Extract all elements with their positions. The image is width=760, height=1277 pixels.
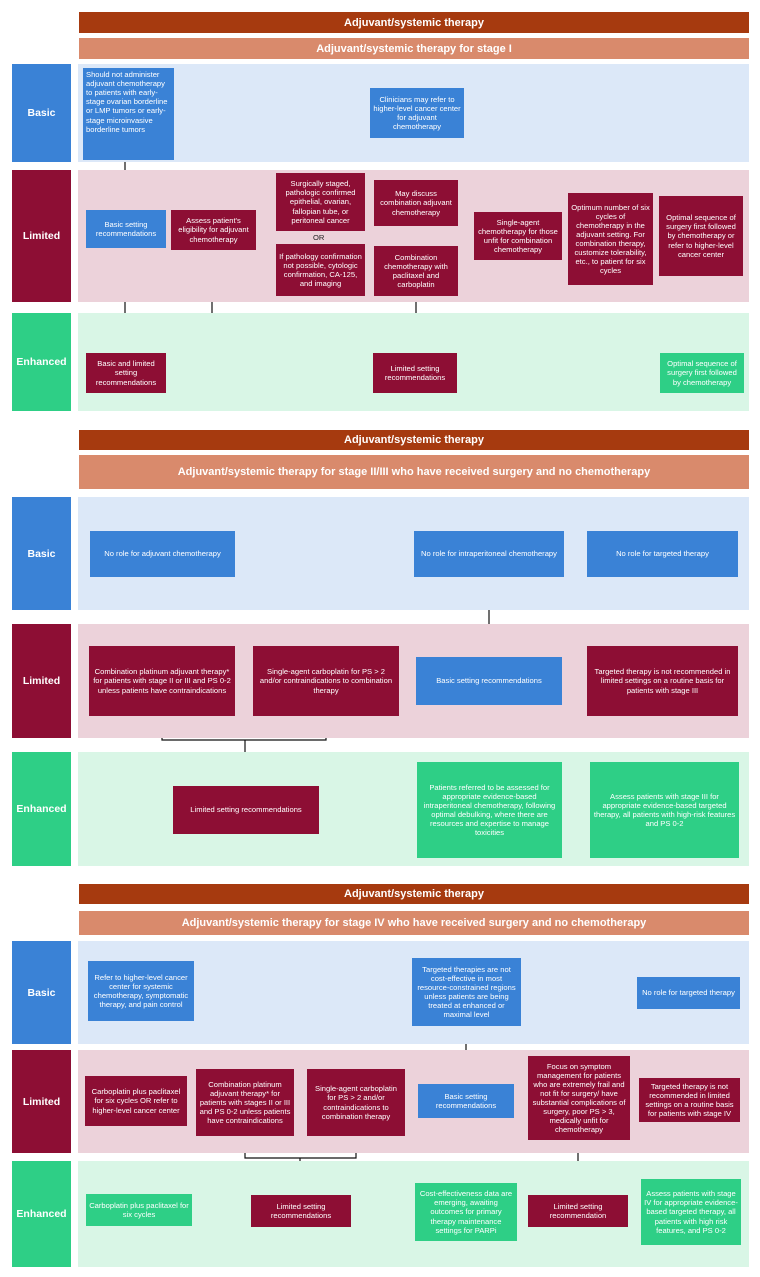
s1-level-basic-text: Basic xyxy=(27,107,56,119)
s2-header-text: Adjuvant/systemic therapy xyxy=(344,434,484,446)
s3-header: Adjuvant/systemic therapy xyxy=(79,884,749,904)
s3-box-focus: Focus on symptom management for patients… xyxy=(528,1056,630,1140)
s3-box-no-targeted: No role for targeted therapy xyxy=(637,977,740,1009)
s3-subheader: Adjuvant/systemic therapy for stage IV w… xyxy=(79,911,749,935)
s3-level-basic: Basic xyxy=(12,941,71,1044)
s3-box-single: Single-agent carboplatin for PS > 2 and/… xyxy=(307,1069,405,1136)
s3-box-assess: Assess patients with stage IV for approp… xyxy=(641,1179,741,1245)
s1-box-surgically: Surgically staged, pathologic confirmed … xyxy=(276,173,365,231)
s2-level-enhanced-text: Enhanced xyxy=(16,803,67,815)
s2-box-enh-limited-rec: Limited setting recommendations xyxy=(173,786,319,834)
s1-box-enh-limited-rec: Limited setting recommendations xyxy=(373,353,457,393)
s1-level-basic: Basic xyxy=(12,64,71,162)
s3-box-enh-limited-rec2: Limited setting recommendation xyxy=(528,1195,628,1227)
s3-level-limited-text: Limited xyxy=(22,1095,61,1108)
s1-box-should-not: Should not administer adjuvant chemother… xyxy=(83,68,174,160)
s1-box-enh-optimal-seq: Optimal sequence of surgery first follow… xyxy=(660,353,744,393)
s2-box-basic-rec: Basic setting recommendations xyxy=(416,657,562,705)
s1-header-text: Adjuvant/systemic therapy xyxy=(344,16,484,29)
s2-level-basic-text: Basic xyxy=(27,547,56,560)
s3-box-cost-effectiveness: Cost-effectiveness data are emerging, aw… xyxy=(415,1183,517,1241)
s2-level-enhanced: Enhanced xyxy=(12,752,71,866)
s1-box-basic-limited: Basic and limited setting recommendation… xyxy=(86,353,166,393)
s1-box-optimum: Optimum number of six cycles of chemothe… xyxy=(568,193,653,285)
s3-box-combo: Combination platinum adjuvant therapy* f… xyxy=(196,1069,294,1136)
s1-level-limited-text: Limited xyxy=(22,230,61,242)
s3-box-enh-carbo: Carboplatin plus paclitaxel for six cycl… xyxy=(86,1194,192,1226)
s2-box-no-ip: No role for intraperitoneal chemotherapy xyxy=(414,531,564,577)
s3-level-limited: Limited xyxy=(12,1050,71,1153)
s1-box-may-discuss: May discuss combination adjuvant chemoth… xyxy=(374,180,458,226)
s1-level-enhanced: Enhanced xyxy=(12,313,71,411)
s1-box-combo: Combination chemotherapy with paclitaxel… xyxy=(374,246,458,296)
s1-box-single: Single-agent chemotherapy for those unfi… xyxy=(474,212,562,260)
s3-box-basic-rec: Basic setting recommendations xyxy=(418,1084,514,1118)
s3-box-refer: Refer to higher-level cancer center for … xyxy=(88,961,194,1021)
s3-box-enh-limited-rec: Limited setting recommendations xyxy=(251,1195,351,1227)
s2-subheader: Adjuvant/systemic therapy for stage II/I… xyxy=(79,455,749,489)
s2-level-limited: Limited xyxy=(12,624,71,738)
s1-level-limited: Limited xyxy=(12,170,71,302)
s1-level-enhanced-text: Enhanced xyxy=(16,356,67,368)
s3-box-carbo: Carboplatin plus paclitaxel for six cycl… xyxy=(85,1076,187,1126)
s3-subheader-text: Adjuvant/systemic therapy for stage IV w… xyxy=(181,917,647,929)
s2-box-no-adjuvant: No role for adjuvant chemotherapy xyxy=(90,531,235,577)
s1-box-if-path: If pathology confirmation not possible, … xyxy=(276,244,365,296)
s2-level-basic: Basic xyxy=(12,497,71,610)
s2-level-limited-text: Limited xyxy=(22,675,61,687)
s3-level-basic-text: Basic xyxy=(27,986,56,999)
s3-box-targeted-cost: Targeted therapies are not cost-effectiv… xyxy=(412,958,521,1026)
s2-box-patients-referred: Patients referred to be assessed for app… xyxy=(417,762,562,858)
s3-header-text: Adjuvant/systemic therapy xyxy=(344,888,484,900)
s2-header: Adjuvant/systemic therapy xyxy=(79,430,749,450)
s1-box-optimal-seq: Optimal sequence of surgery first follow… xyxy=(659,196,743,276)
s1-header: Adjuvant/systemic therapy xyxy=(79,12,749,33)
s1-subheader-text: Adjuvant/systemic therapy for stage I xyxy=(316,42,512,55)
s2-box-targeted: Targeted therapy is not recommended in l… xyxy=(587,646,738,716)
s2-subheader-text: Adjuvant/systemic therapy for stage II/I… xyxy=(177,466,651,478)
s1-subheader: Adjuvant/systemic therapy for stage I xyxy=(79,38,749,59)
s2-box-combo: Combination platinum adjuvant therapy* f… xyxy=(89,646,235,716)
s3-limited-band xyxy=(78,1050,749,1153)
s2-box-assess: Assess patients with stage III for appro… xyxy=(590,762,739,858)
s1-box-basic-rec: Basic setting recommendations xyxy=(86,210,166,248)
s1-box-clinicians: Clinicians may refer to higher-level can… xyxy=(370,88,464,138)
s3-level-enhanced-text: Enhanced xyxy=(16,1208,67,1220)
s3-box-targeted: Targeted therapy is not recommended in l… xyxy=(639,1078,740,1122)
s1-box-assess: Assess patient's eligibility for adjuvan… xyxy=(171,210,256,250)
s3-level-enhanced: Enhanced xyxy=(12,1161,71,1267)
s2-box-single: Single-agent carboplatin for PS > 2 and/… xyxy=(253,646,399,716)
s2-box-no-targeted: No role for targeted therapy xyxy=(587,531,738,577)
s1-or-label: OR xyxy=(313,233,325,242)
